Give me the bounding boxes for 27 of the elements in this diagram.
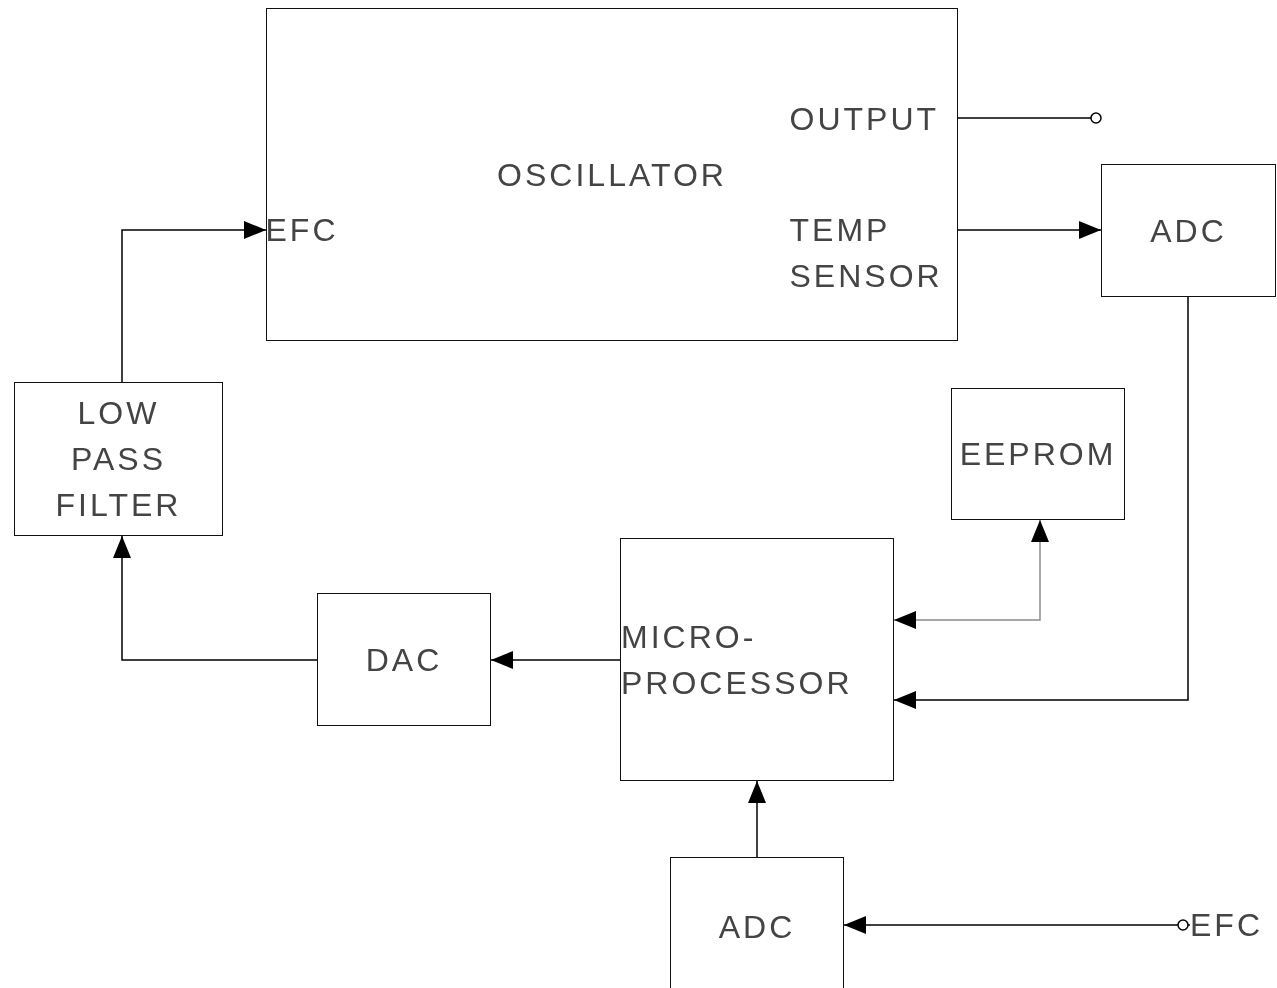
- arrow: [748, 780, 766, 858]
- terminal-line: [957, 112, 1102, 124]
- port-label: TEMP SENSOR: [789, 210, 944, 296]
- converter-box: [1101, 164, 1276, 297]
- oscillator-box: [266, 8, 958, 341]
- box-label: DAC: [365, 640, 443, 680]
- arrow: [490, 651, 621, 669]
- converter-box: [670, 857, 844, 988]
- filter-box: [14, 382, 223, 536]
- box-label: MICRO- PROCESSOR: [621, 617, 854, 703]
- memory-box: [951, 388, 1125, 520]
- arrow: [957, 221, 1102, 239]
- arrow: [893, 296, 1189, 709]
- box-label: LOW PASS FILTER: [54, 394, 183, 525]
- arrow: [843, 916, 1191, 934]
- converter-box: [317, 593, 491, 726]
- box-label: ADC: [718, 908, 796, 947]
- arrow: [113, 535, 318, 661]
- box-label: OSCILLATOR: [497, 155, 727, 195]
- arrow: [121, 221, 267, 383]
- terminal-label: EFC: [1190, 906, 1263, 945]
- arrow: [893, 519, 1049, 629]
- port-label: EFC: [265, 210, 339, 250]
- box-label: ADC: [1150, 211, 1227, 251]
- port-label: OUTPUT: [789, 99, 940, 139]
- processor-box: [620, 538, 894, 781]
- box-label: EEPROM: [959, 435, 1117, 474]
